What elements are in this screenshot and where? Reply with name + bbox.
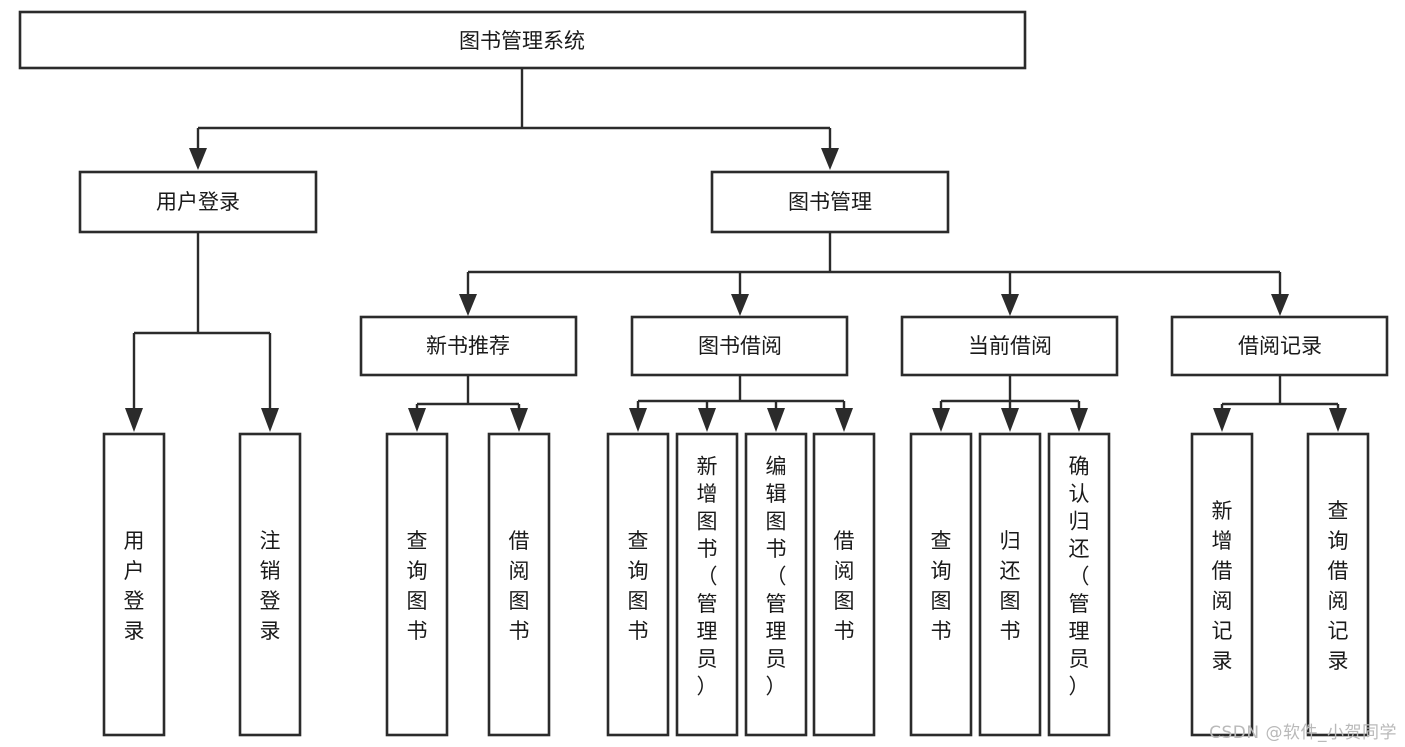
leaf-label-current-borrow-0: 查询图书 — [931, 529, 952, 643]
leaf-borrow-record-0[interactable]: 新增借阅记录 — [1190, 432, 1254, 737]
leaf-label-new-book-1: 借阅图书 — [509, 529, 530, 643]
leaf-label-current-borrow-2: 确认归还（管理员） — [1069, 454, 1090, 698]
arrow-to-current-borrow — [1001, 294, 1019, 316]
leaf-label-borrow-record-0: 新增借阅记录 — [1212, 499, 1233, 673]
node-label-book-management: 图书管理 — [788, 190, 872, 214]
arrow-user-login-leaf-0 — [125, 408, 143, 432]
node-box — [359, 315, 578, 377]
node-box — [909, 432, 973, 737]
leaf-borrow-record-1[interactable]: 查询借阅记录 — [1306, 432, 1370, 737]
arrow-book-borrow-leaf-3 — [835, 408, 853, 432]
leaf-current-borrow-2[interactable]: 确认归还（管理员） — [1047, 432, 1111, 737]
leaf-book-borrow-1[interactable]: 新增图书（管理员） — [675, 432, 739, 737]
arrow-to-book-borrow — [731, 294, 749, 316]
node-label-book-borrow: 图书借阅 — [698, 334, 782, 358]
arrow-to-user-login — [189, 148, 207, 170]
node-new-book-recommend[interactable]: 新书推荐 — [359, 315, 578, 377]
arrow-new-book-leaf-1 — [510, 408, 528, 432]
node-box — [710, 170, 950, 234]
arrow-to-book-mgmt — [821, 148, 839, 170]
node-user-login[interactable]: 用户登录 — [78, 170, 318, 234]
leaf-book-borrow-2[interactable]: 编辑图书（管理员） — [744, 432, 808, 737]
arrow-to-borrow-record — [1271, 294, 1289, 316]
leaf-current-borrow-0[interactable]: 查询图书 — [909, 432, 973, 737]
leaf-label-book-borrow-2: 编辑图书（管理员） — [766, 454, 787, 698]
node-box — [675, 432, 739, 737]
arrow-new-book-leaf-0 — [408, 408, 426, 432]
node-label-user-login: 用户登录 — [156, 190, 240, 214]
arrow-to-new-book — [459, 294, 477, 316]
node-box — [606, 432, 670, 737]
csdn-watermark: CSDN @软件_小贺同学 — [1209, 723, 1397, 743]
node-box — [1170, 315, 1389, 377]
node-current-borrow[interactable]: 当前借阅 — [900, 315, 1119, 377]
node-book-borrow[interactable]: 图书借阅 — [630, 315, 849, 377]
leaf-label-borrow-record-1: 查询借阅记录 — [1328, 499, 1349, 673]
node-box — [1190, 432, 1254, 737]
leaf-book-borrow-3[interactable]: 借阅图书 — [812, 432, 876, 737]
leaf-label-book-borrow-0: 查询图书 — [628, 529, 649, 643]
node-box — [78, 170, 318, 234]
node-box — [630, 315, 849, 377]
connector-layer — [125, 68, 1347, 432]
node-borrow-record[interactable]: 借阅记录 — [1170, 315, 1389, 377]
node-box — [744, 432, 808, 737]
leaf-new-book-0[interactable]: 查询图书 — [385, 432, 449, 737]
arrow-user-login-leaf-1 — [261, 408, 279, 432]
leaf-label-book-borrow-1: 新增图书（管理员） — [697, 454, 718, 698]
arrow-current-borrow-leaf-2 — [1070, 408, 1088, 432]
node-label-new-book-recommend: 新书推荐 — [426, 334, 510, 358]
node-book-management[interactable]: 图书管理 — [710, 170, 950, 234]
node-box — [1047, 432, 1111, 737]
arrow-book-borrow-leaf-1 — [698, 408, 716, 432]
arrow-borrow-record-leaf-1 — [1329, 408, 1347, 432]
leaf-label-user-login-1: 注销登录 — [260, 529, 281, 643]
arrow-book-borrow-leaf-2 — [767, 408, 785, 432]
node-box — [385, 432, 449, 737]
node-box — [238, 432, 302, 737]
arrow-current-borrow-leaf-0 — [932, 408, 950, 432]
leaf-label-new-book-0: 查询图书 — [407, 529, 428, 643]
arrow-current-borrow-leaf-1 — [1001, 408, 1019, 432]
node-box — [978, 432, 1042, 737]
leaf-book-borrow-0[interactable]: 查询图书 — [606, 432, 670, 737]
leaf-label-user-login-0: 用户登录 — [124, 529, 145, 643]
node-box — [812, 432, 876, 737]
node-box — [18, 10, 1027, 70]
node-root-system[interactable]: 图书管理系统 — [18, 10, 1027, 70]
leaf-label-book-borrow-3: 借阅图书 — [834, 529, 855, 643]
node-label-root: 图书管理系统 — [459, 29, 585, 53]
arrow-borrow-record-leaf-0 — [1213, 408, 1231, 432]
node-box — [487, 432, 551, 737]
node-box — [1306, 432, 1370, 737]
leaf-user-login-1[interactable]: 注销登录 — [238, 432, 302, 737]
leaf-current-borrow-1[interactable]: 归还图书 — [978, 432, 1042, 737]
node-label-current-borrow: 当前借阅 — [968, 334, 1052, 358]
arrow-book-borrow-leaf-0 — [629, 408, 647, 432]
leaf-label-current-borrow-1: 归还图书 — [1000, 529, 1021, 643]
leaf-user-login-0[interactable]: 用户登录 — [102, 432, 166, 737]
node-box — [900, 315, 1119, 377]
leaf-new-book-1[interactable]: 借阅图书 — [487, 432, 551, 737]
node-label-borrow-record: 借阅记录 — [1238, 334, 1322, 358]
node-box — [102, 432, 166, 737]
